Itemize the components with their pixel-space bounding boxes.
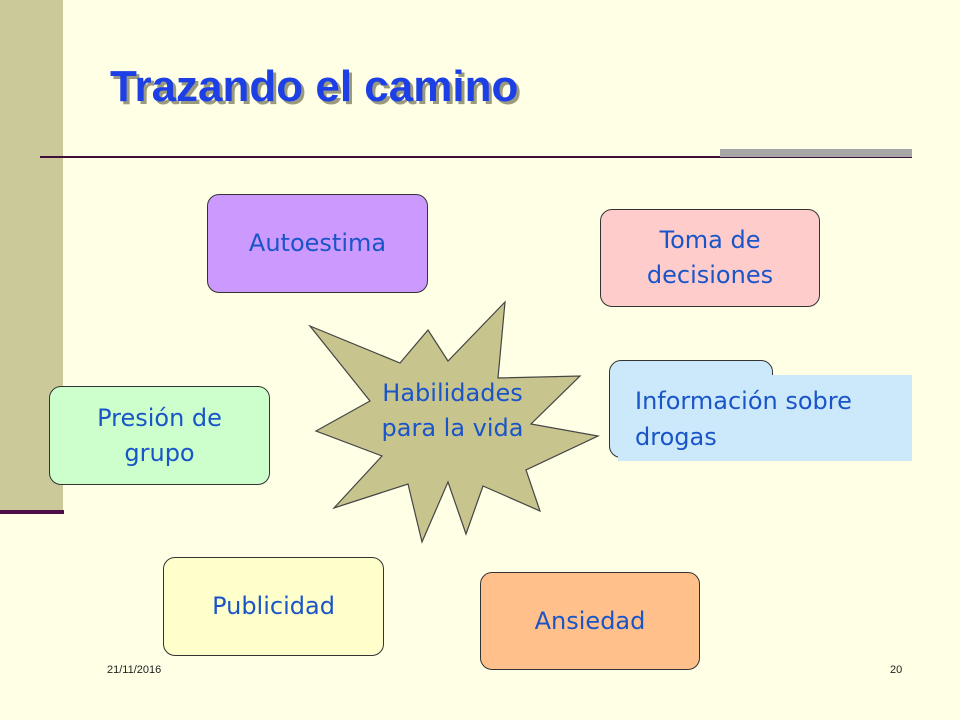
slide-title: Trazando el camino xyxy=(110,62,519,111)
box-ansiedad-text: Ansiedad xyxy=(534,606,646,635)
starburst-shape xyxy=(308,300,600,544)
box-toma-de-decisiones-line1: Toma de xyxy=(659,226,761,254)
center-label: Habilidades para la vida xyxy=(360,376,545,446)
box-toma-de-decisiones-line2: decisiones xyxy=(646,261,774,289)
box-presion-de-grupo-line2: grupo xyxy=(124,438,195,467)
slide-date: 21/11/2016 xyxy=(107,664,162,676)
center-starburst xyxy=(308,300,600,544)
slide-page-number: 20 xyxy=(890,664,903,676)
box-informacion-line1: Información sobre xyxy=(635,387,852,415)
box-presion-de-grupo: Presión de grupo xyxy=(49,386,270,485)
box-informacion-sobre-drogas: Información sobre drogas xyxy=(618,375,912,461)
box-informacion-line2: drogas xyxy=(635,423,717,451)
box-autoestima-text: Autoestima xyxy=(248,229,387,257)
title-divider xyxy=(40,156,912,158)
box-ansiedad: Ansiedad xyxy=(480,572,700,670)
box-publicidad: Publicidad xyxy=(163,557,384,656)
left-bar-underline xyxy=(0,510,64,514)
box-toma-de-decisiones: Toma de decisiones xyxy=(600,209,820,307)
title-divider-accent xyxy=(720,149,912,157)
box-presion-de-grupo-line1: Presión de xyxy=(97,403,222,432)
center-label-line2: para la vida xyxy=(381,414,524,442)
box-autoestima: Autoestima xyxy=(207,194,428,293)
center-label-line1: Habilidades xyxy=(382,379,523,407)
box-publicidad-text: Publicidad xyxy=(212,592,335,620)
